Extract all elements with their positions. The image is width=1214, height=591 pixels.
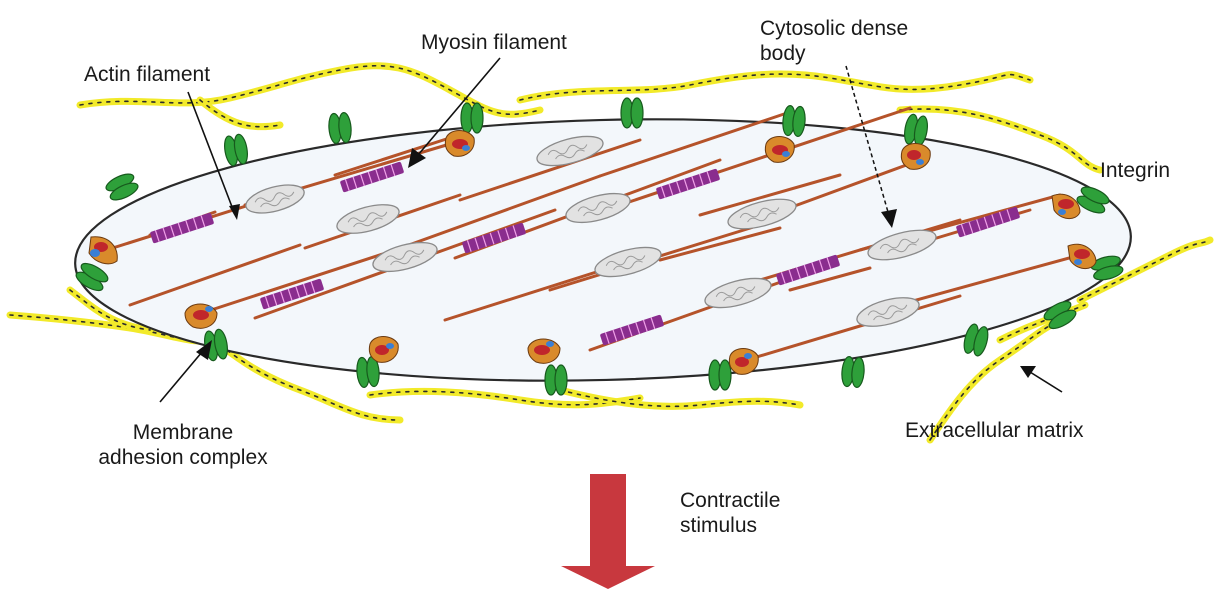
adhesion-complex-icon	[1051, 193, 1081, 219]
ecm-strand-texture	[929, 319, 1061, 441]
label-cytosolic-dense-body-line1: Cytosolic dense	[760, 17, 909, 40]
integrin-icon	[1076, 186, 1110, 214]
actin-filament	[738, 294, 962, 364]
actin-filament	[698, 173, 842, 217]
extracellular-matrix-strands	[6, 62, 1214, 444]
actin-filament	[598, 110, 792, 178]
label-contractile-stimulus: Contractile stimulus	[680, 488, 780, 538]
ecm-strand	[516, 70, 1034, 104]
ecm-strand-texture	[999, 304, 1086, 341]
dense-body	[336, 204, 400, 234]
dense-body	[704, 277, 772, 309]
adhesion-complex-icon	[900, 143, 931, 170]
ecm-pointer-line	[1029, 371, 1063, 393]
dense-body	[536, 135, 604, 167]
adhesion-complex-icon	[764, 136, 795, 163]
label-membrane-adhesion-complex: Membrane adhesion complex	[88, 420, 278, 470]
ecm-strand-texture	[219, 344, 401, 421]
actin-filament	[128, 243, 302, 307]
dense-bodies	[245, 135, 937, 327]
adhesion-complex-icon	[1067, 243, 1097, 269]
myosin-filament	[656, 168, 720, 200]
dense-body-pointer-line	[845, 65, 889, 213]
actin-filament	[203, 248, 397, 314]
label-contractile-line2: stimulus	[680, 514, 758, 537]
label-membrane-adhesion-line2: adhesion complex	[98, 446, 268, 469]
ecm-strand-texture	[369, 390, 641, 406]
integrin-icon	[75, 262, 109, 292]
myosin-filaments	[150, 161, 1020, 346]
myosin-filament	[340, 161, 404, 193]
dense-body	[727, 198, 797, 230]
ecm-strand-texture	[559, 389, 801, 408]
adhesion-pointer-line	[159, 351, 203, 403]
dense-body	[867, 229, 937, 261]
integrin-icon	[224, 133, 248, 167]
label-integrin: Integrin	[1100, 159, 1171, 182]
integrins	[75, 97, 1124, 396]
actin-filament	[788, 266, 872, 292]
label-actin-filament: Actin filament	[84, 63, 211, 86]
dense-body	[594, 246, 662, 278]
label-cytosolic-dense-body-line2: body	[760, 42, 806, 65]
adhesion-pointer-head	[196, 340, 212, 360]
adhesion-complex-icon	[444, 130, 475, 157]
integrin-icon	[841, 356, 865, 388]
ecm-pointer-head	[1020, 366, 1036, 378]
dense-body	[372, 241, 438, 273]
actin-filament	[393, 174, 602, 252]
adhesion-complex-icon	[368, 336, 399, 363]
myosin-pointer-head	[408, 148, 426, 168]
integrin-icon	[544, 364, 568, 396]
dense-body-pointer-head	[881, 209, 897, 228]
myosin-filament	[260, 278, 324, 310]
label-cytosolic-dense-body: Cytosolic dense body	[760, 16, 908, 66]
adhesion-complex-icon	[184, 303, 218, 329]
integrin-icon	[105, 173, 139, 201]
label-myosin-filament: Myosin filament	[421, 31, 567, 54]
integrin-icon	[620, 97, 644, 129]
actin-filament	[658, 226, 782, 262]
ecm-strand-texture	[199, 99, 281, 128]
actin-pointer-head	[229, 204, 240, 220]
myosin-filament	[150, 212, 214, 244]
myosin-filament	[600, 314, 664, 346]
label-membrane-adhesion-line1: Membrane	[132, 421, 234, 444]
label-pointers	[159, 57, 1063, 403]
ecm-strand	[1076, 236, 1214, 304]
dense-body	[856, 297, 920, 327]
adhesion-complex-icon	[88, 236, 118, 265]
contractile-stimulus-arrow-icon	[561, 474, 655, 589]
dense-body	[565, 192, 631, 224]
ecm-strand	[896, 105, 1104, 174]
actin-pointer-line	[187, 91, 235, 213]
label-contractile-line1: Contractile	[680, 489, 781, 512]
integrin-icon	[708, 359, 732, 391]
myosin-filament	[776, 254, 840, 286]
adhesion-complex-icon	[527, 338, 561, 364]
myosin-filament	[462, 222, 526, 254]
label-extracellular-matrix: Extracellular matrix	[905, 419, 1084, 442]
integrin-icon	[1090, 255, 1124, 281]
integrin-icon	[963, 323, 989, 357]
actin-filament	[458, 138, 642, 202]
ecm-strand	[66, 286, 154, 334]
ecm-strand-texture	[79, 64, 541, 116]
integrin-icon	[356, 356, 380, 388]
actin-filament	[333, 131, 467, 177]
integrin-icon	[782, 105, 806, 137]
myosin-pointer-line	[417, 57, 501, 156]
myosin-filament	[956, 206, 1020, 238]
integrin-icon	[1043, 300, 1077, 330]
membrane-adhesion-complexes	[88, 130, 1097, 375]
ecm-strand-texture	[519, 73, 1031, 101]
integrin-icon	[328, 112, 352, 144]
adhesion-complex-icon	[728, 348, 759, 375]
dense-body	[245, 184, 305, 214]
